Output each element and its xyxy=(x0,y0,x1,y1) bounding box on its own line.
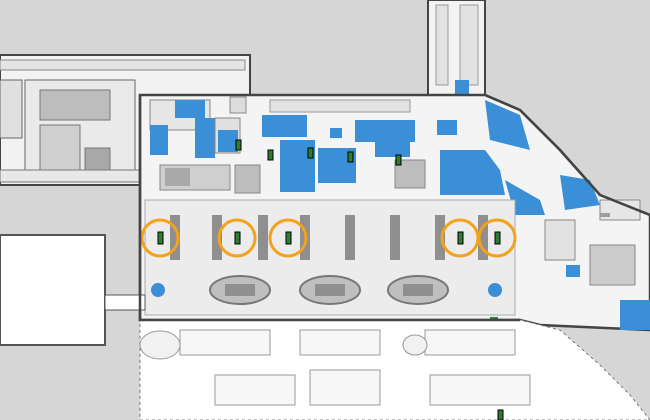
ticket-machine-icon xyxy=(234,231,241,245)
outer-wall-east xyxy=(484,93,650,217)
highlight-ring xyxy=(268,218,308,258)
east-block xyxy=(440,100,650,330)
highlight-ring xyxy=(140,218,180,258)
ticket-machine-icon xyxy=(307,147,314,159)
ticket-machine-icon xyxy=(497,409,504,420)
north-corridor xyxy=(427,0,486,98)
ticket-machine-icon xyxy=(457,231,464,245)
highlighted-ticket-machines xyxy=(140,218,517,258)
ticket-machine-icon xyxy=(494,231,501,245)
ticket-machine-icon xyxy=(235,139,242,151)
service-block-row xyxy=(149,96,457,194)
highlight-ring xyxy=(477,218,517,258)
service-room xyxy=(455,80,469,98)
ticket-machine-icon xyxy=(395,154,402,166)
passage xyxy=(104,294,146,311)
ticket-machine-icon xyxy=(347,151,354,163)
platform-hall xyxy=(144,199,516,316)
outer-wall xyxy=(138,95,520,322)
lower-level xyxy=(139,319,650,420)
highlight-ring xyxy=(217,218,257,258)
adjacent-building xyxy=(0,234,106,346)
ticket-machine-icon xyxy=(285,231,292,245)
upper-corridor xyxy=(0,54,251,186)
escalator-icon xyxy=(600,213,610,217)
ticket-machine-icon xyxy=(157,231,164,245)
ticket-machine-icon xyxy=(267,149,274,161)
